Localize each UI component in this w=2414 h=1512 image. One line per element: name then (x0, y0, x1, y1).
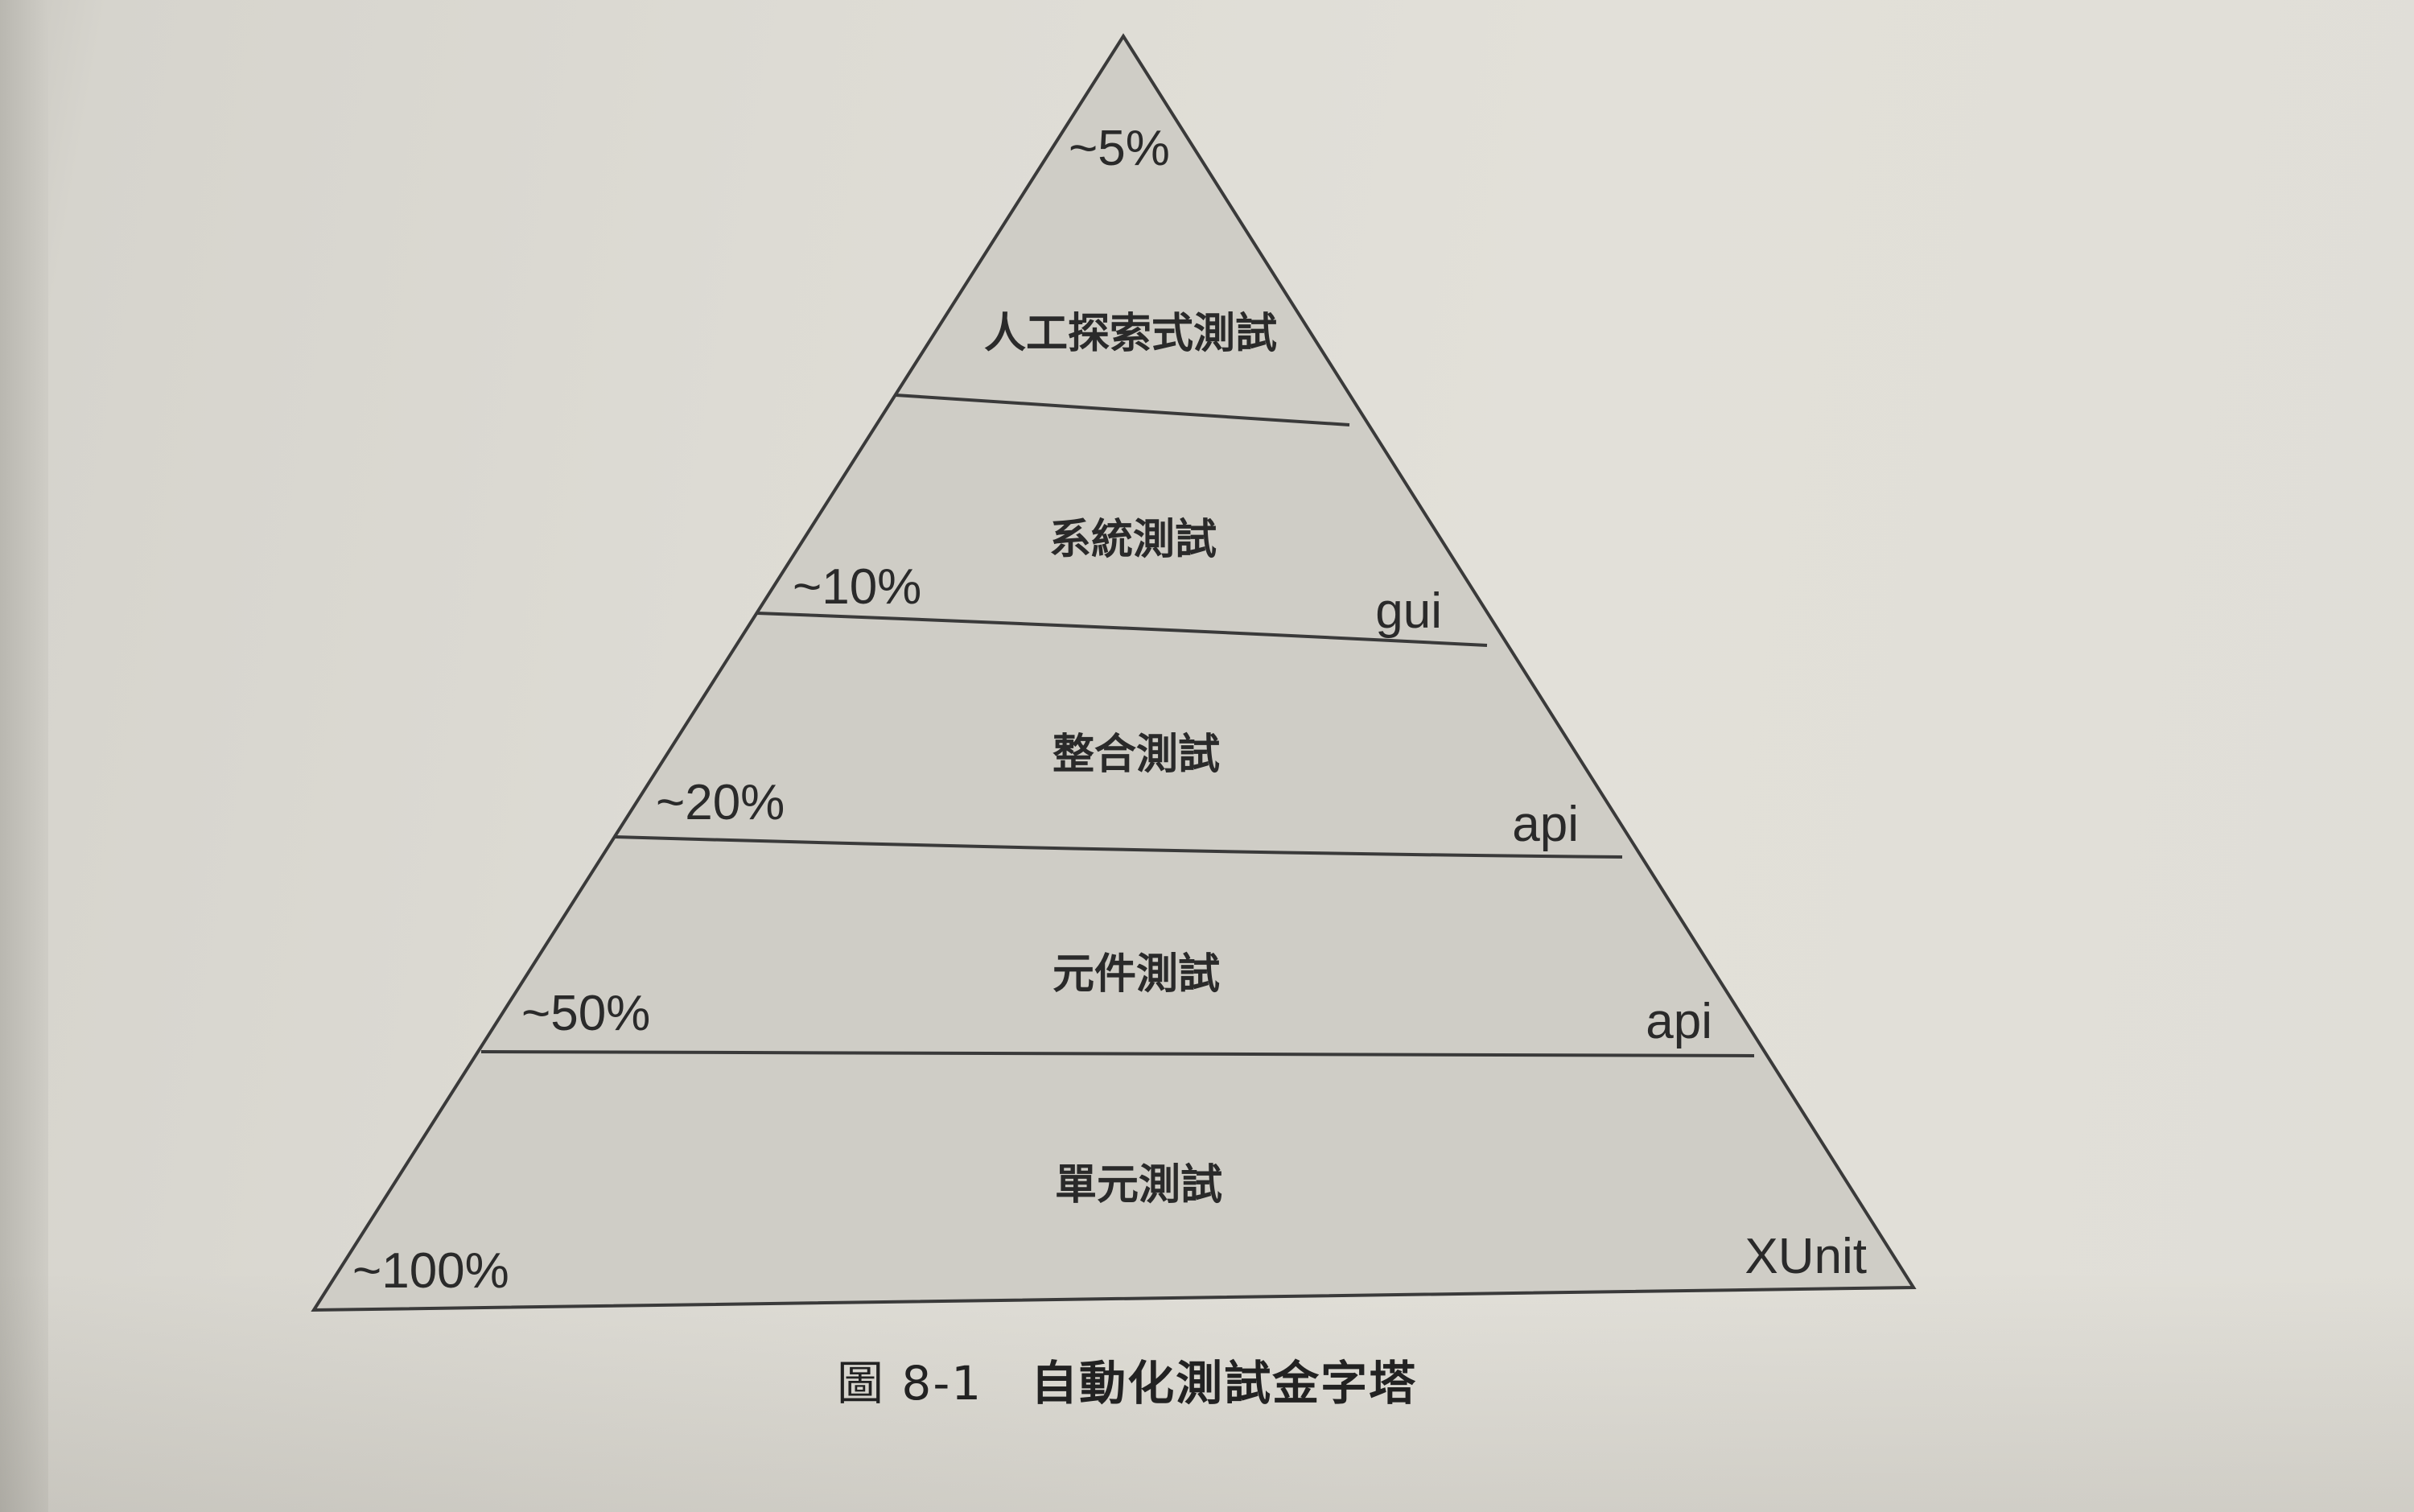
coverage-percent: ~10% (793, 559, 921, 615)
layer-name: 元件測試 (1053, 950, 1220, 999)
layer-name: 整合測試 (1053, 731, 1220, 779)
coverage-percent: ~5% (1069, 121, 1170, 176)
divider-1 (895, 393, 1350, 426)
coverage-percent: ~100% (352, 1243, 509, 1299)
coverage-percent: ~50% (521, 986, 650, 1041)
tool-label: XUnit (1745, 1229, 1867, 1284)
page-shadow (0, 1271, 2414, 1512)
book-page-edge (0, 0, 48, 1512)
layer-name: 人工探索式測試 (984, 310, 1277, 358)
tool-label: api (1512, 797, 1579, 852)
divider-2 (756, 612, 1488, 647)
figure-title: 自動化測試金字塔 (1031, 1356, 1418, 1411)
layer-name: 單元測試 (1055, 1161, 1222, 1209)
figure-caption: 圖 8-1 自動化測試金字塔 (837, 1345, 1417, 1413)
tool-label: gui (1375, 583, 1442, 639)
tool-label: api (1646, 994, 1712, 1049)
pyramid-outline (311, 33, 1917, 1312)
coverage-percent: ~20% (656, 775, 785, 830)
divider-3 (614, 835, 1623, 859)
divider-4 (480, 1050, 1755, 1057)
layer-name: 系統測試 (1049, 516, 1217, 564)
figure-number: 圖 8-1 (837, 1356, 983, 1411)
